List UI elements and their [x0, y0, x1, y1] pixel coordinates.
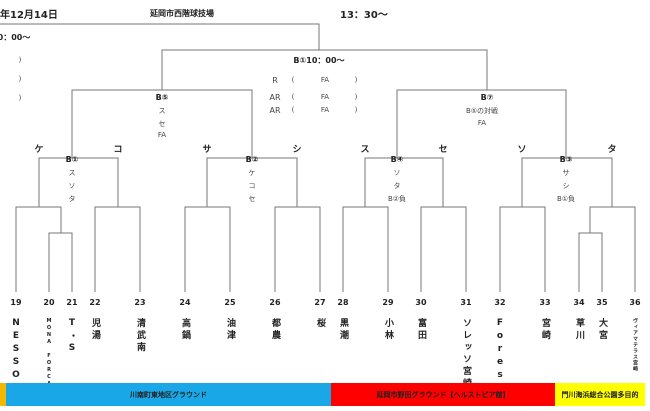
- bracket-slot-label: ケ: [34, 145, 44, 155]
- match-note: ソ: [68, 182, 76, 190]
- team-name: 油津: [225, 318, 235, 342]
- match-note: シ: [562, 182, 570, 190]
- team-name: 清武南: [135, 318, 145, 354]
- paren: (: [291, 76, 295, 84]
- match-note: ソ: [393, 169, 401, 177]
- semi-label: B⑦: [480, 93, 494, 102]
- team-number: 33: [539, 298, 551, 307]
- team-number: 19: [10, 298, 22, 307]
- match-note: B①負: [556, 195, 576, 203]
- team-number: 23: [134, 298, 146, 307]
- match-note: ス: [158, 107, 166, 115]
- team-name: T・S: [67, 318, 77, 356]
- bracket-slot-label: ス: [360, 145, 370, 155]
- match-note: ス: [68, 169, 76, 177]
- match-note: サ: [562, 169, 570, 177]
- bracket-slot-label: ソ: [517, 145, 527, 155]
- team-name: NESSO: [11, 318, 21, 383]
- left-time: 0：00～: [0, 33, 31, 42]
- quarter-label: B④: [390, 155, 404, 164]
- official-name: FA: [320, 106, 330, 114]
- paren: (: [291, 106, 295, 114]
- match-note: タ: [68, 195, 76, 203]
- quarter-label: B③: [559, 155, 573, 164]
- match-note: コ: [248, 182, 256, 190]
- team-number: 20: [43, 298, 55, 307]
- team-name: 黒潮: [338, 318, 348, 342]
- match-note: B⑤の対戦: [465, 107, 499, 115]
- team-number: 34: [573, 298, 585, 307]
- team-number: 22: [89, 298, 101, 307]
- official-role: AR: [269, 93, 281, 102]
- team-name: 富田: [416, 318, 426, 342]
- team-number: 29: [382, 298, 394, 307]
- start-time: 13：30～: [340, 10, 388, 21]
- team-name: ヴィアマテラス宮崎: [632, 318, 638, 372]
- paren: ): [354, 106, 358, 114]
- team-name: 宮崎: [540, 318, 550, 342]
- official-role: R: [272, 76, 278, 85]
- team-name: MONA FORCA: [46, 318, 52, 388]
- official-name: FA: [320, 76, 330, 84]
- match-note: セ: [248, 195, 256, 203]
- semi-label: B⑤: [155, 93, 169, 102]
- venue-bar: 延岡市野田グラウンド【ヘルストピア館】: [331, 383, 555, 406]
- team-name: 草川: [574, 318, 584, 342]
- team-name: 大宮: [597, 318, 607, 342]
- match-note: セ: [158, 120, 166, 128]
- venue-marker: [0, 383, 6, 406]
- team-number: 32: [494, 298, 506, 307]
- team-name: 都農: [270, 318, 280, 342]
- venue-bar: 門川海浜総合公園多目的: [555, 383, 645, 406]
- bracket-slot-label: タ: [607, 145, 617, 155]
- final-label: B①10：00～: [293, 56, 345, 65]
- team-number: 31: [460, 298, 472, 307]
- team-name: 児湯: [90, 318, 100, 342]
- paren: ): [18, 56, 22, 64]
- team-number: 35: [596, 298, 608, 307]
- team-number: 30: [415, 298, 427, 307]
- team-number: 21: [66, 298, 78, 307]
- team-number: 25: [224, 298, 236, 307]
- team-number: 36: [629, 298, 641, 307]
- team-name: 小林: [383, 318, 393, 342]
- official-role: AR: [269, 106, 281, 115]
- quarter-label: B②: [245, 155, 259, 164]
- team-name: Forest: [495, 318, 505, 396]
- bracket-slot-label: セ: [438, 145, 448, 155]
- team-number: 28: [337, 298, 349, 307]
- bracket-slot-label: シ: [292, 145, 302, 155]
- paren: ): [354, 93, 358, 101]
- bracket-slot-label: サ: [202, 145, 212, 155]
- paren: ): [18, 94, 22, 102]
- match-note: B②負: [387, 195, 407, 203]
- official-name: FA: [320, 93, 330, 101]
- team-number: 26: [269, 298, 281, 307]
- paren: ): [18, 75, 22, 83]
- match-note: FA: [477, 119, 487, 127]
- match-note: タ: [393, 182, 401, 190]
- team-number: 27: [314, 298, 326, 307]
- team-number: 24: [179, 298, 191, 307]
- team-name: 高鍋: [180, 318, 190, 342]
- team-name: ソレッソ宮崎: [461, 318, 471, 390]
- quarter-label: B①: [65, 155, 79, 164]
- venue-bar: 川南町東地区グラウンド: [6, 383, 331, 406]
- match-note: FA: [157, 131, 167, 139]
- venue-title: 延岡市西階球技場: [150, 9, 214, 18]
- paren: (: [291, 93, 295, 101]
- team-name: 桜: [315, 318, 325, 330]
- match-date: 年12月14日: [0, 10, 58, 21]
- match-note: ケ: [248, 169, 256, 177]
- paren: ): [354, 76, 358, 84]
- bracket-slot-label: コ: [113, 145, 123, 155]
